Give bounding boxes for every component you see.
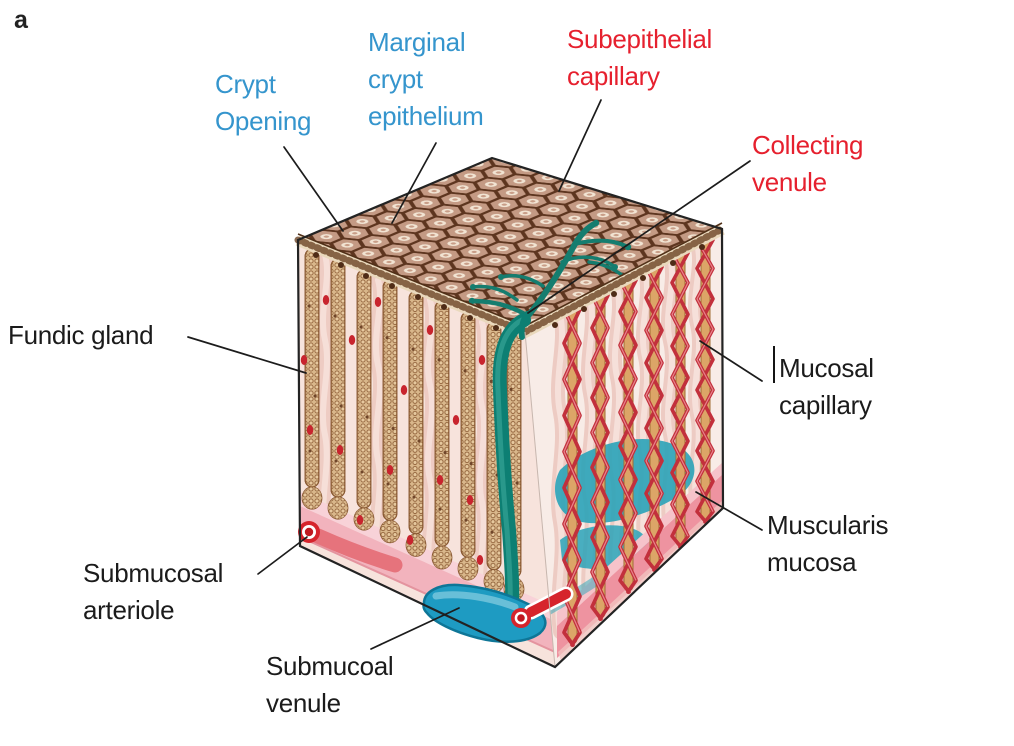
label-mucosal-capillary: Mucosal capillary [779,353,874,420]
gland-capillary-dots [300,295,512,565]
label-subepithelial-capillary: Subepithelial capillary [567,24,712,91]
leader-fundic-gland [187,336,307,374]
left-face-mucosa [298,240,555,667]
panel-label: a [14,6,28,34]
label-submucoal-venule: Submucoal venule [266,651,394,718]
text-cursor [773,346,775,383]
submucosal-arteriole-ring [298,521,320,543]
leader-crypt-opening [283,146,344,232]
leader-lines [187,99,763,650]
label-fundic-gland: Fundic gland [8,320,154,350]
leader-collecting-venule [527,160,751,314]
submucosal-venule [422,583,547,643]
label-submucosal-arteriole: Submucosal arteriole [83,558,224,625]
label-crypt-opening: Crypt Opening [215,69,312,136]
leader-subepithelial-capillary [558,99,602,192]
label-marginal-crypt-epithelium: Marginal crypt epithelium [368,27,484,131]
gland-opening-dots [313,244,705,331]
submucosal-arteriole-front [511,586,574,628]
leader-submucosal-arteriole [257,536,308,575]
leader-submucoal-venule [370,607,460,650]
submucosal-arteriole-tube [310,528,403,573]
leader-mucosal-capillary [699,340,763,382]
collecting-venule [492,311,531,617]
leader-marginal-crypt-epithelium [391,142,437,224]
label-muscularis-mucosa: Muscularis mucosa [767,510,889,577]
leader-muscularis-mucosa [695,491,763,531]
label-collecting-venule: Collecting venule [752,130,864,197]
